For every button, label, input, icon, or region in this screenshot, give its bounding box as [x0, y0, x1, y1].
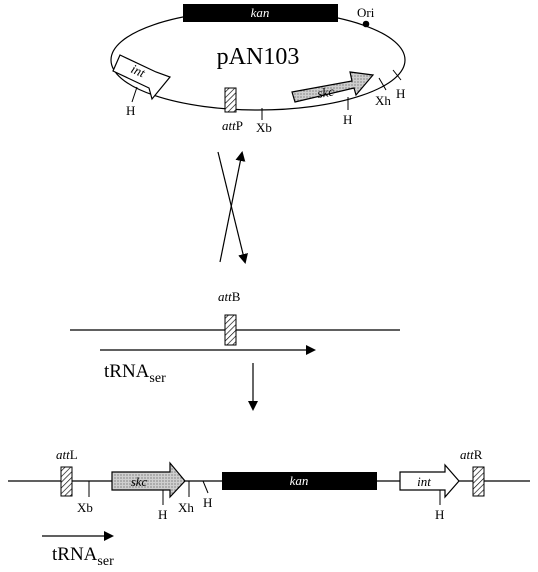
plasmid-attp-box [224, 87, 237, 113]
product-skc-label: skc [131, 474, 148, 489]
plasmid-pan103: kan Ori pAN103 int H attP Xb skc [110, 4, 406, 135]
plasmid-kan-gene: kan [183, 4, 338, 22]
attb-box [224, 314, 237, 346]
integrated-product: attL Xb skc H Xh H kan int H [8, 447, 530, 569]
product-xh: Xh [178, 500, 194, 515]
product-xb: Xb [77, 500, 93, 515]
product-kan-label: kan [290, 473, 309, 488]
product-int-gene: int [399, 463, 460, 499]
attr-box [472, 466, 485, 497]
product-h1: H [158, 507, 167, 522]
plasmid-skc-gene: skc [291, 71, 375, 103]
attl-box [60, 466, 73, 497]
plasmid-xh: Xh [375, 93, 391, 108]
plasmid-attp-label: attP [222, 118, 243, 133]
plasmid-int-gene: int [112, 54, 172, 101]
plasmid-h-left: H [126, 103, 135, 118]
product-trna-label: tRNAser [52, 544, 114, 569]
plasmid-h-skc: H [343, 112, 352, 127]
crossover-lines [217, 151, 248, 264]
plasmid-skc-label: skc [316, 84, 335, 101]
product-h3: H [435, 507, 444, 522]
attr-label: attR [460, 447, 483, 462]
plasmid-ori-label: Ori [357, 5, 375, 20]
chromosome-attb: attB tRNAser [70, 289, 400, 386]
chromosome-trna-label: tRNAser [104, 361, 166, 386]
plasmid-xb: Xb [256, 120, 272, 135]
plasmid-h-right: H [396, 86, 405, 101]
attl-label: attL [56, 447, 78, 462]
plasmid-ori: Ori [357, 5, 375, 28]
product-skc-gene: skc [111, 461, 186, 499]
plasmid-name: pAN103 [217, 44, 300, 70]
attb-label: attB [218, 289, 241, 304]
product-int-label: int [417, 474, 431, 489]
product-kan-gene: kan [222, 472, 377, 490]
plasmid-int-label: int [129, 61, 148, 80]
product-h2: H [203, 495, 212, 510]
plasmid-kan-label: kan [251, 5, 270, 20]
